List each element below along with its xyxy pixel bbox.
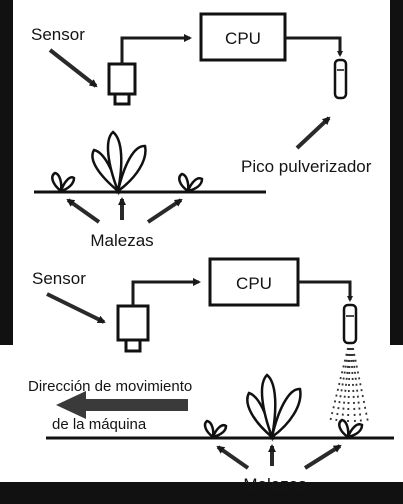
direction-label-line1: Dirección de movimiento: [28, 378, 192, 395]
cpu-nozzle-wire: [285, 36, 343, 57]
panel-bottom: Sensor CPU Dirección de: [28, 257, 394, 494]
spray-mist-icon: [329, 347, 369, 423]
spray-nozzle-icon: [342, 303, 358, 345]
cpu-label: CPU: [236, 274, 272, 293]
weed-pointer-arrow: [303, 444, 342, 470]
sensor-pointer-arrow: [48, 48, 98, 88]
spray-nozzle-icon: [333, 58, 348, 100]
weed-icon: [338, 418, 364, 440]
crop-plant-icon: [91, 130, 147, 196]
sensor-label: Sensor: [32, 269, 86, 288]
sensor-icon: [107, 62, 137, 106]
cpu-nozzle-wire: [298, 280, 353, 302]
weed-pointer-arrow: [216, 445, 250, 470]
crop-plant-icon: [246, 373, 302, 442]
sensor-icon: [116, 304, 150, 353]
weed-pointer-arrow: [146, 198, 183, 224]
weeds-label: Malezas: [90, 231, 153, 250]
cpu-box: [208, 257, 300, 307]
weed-icon: [51, 171, 76, 194]
cpu-label: CPU: [225, 29, 261, 48]
direction-label-line2: de la máquina: [52, 416, 147, 433]
panel-top: Sensor CPU Pico pulverizador: [31, 12, 372, 250]
direction-arrow-icon: [56, 391, 188, 419]
sensor-cpu-wire: [120, 34, 192, 64]
weed-pointer-arrow: [66, 198, 101, 224]
nozzle-label: Pico pulverizador: [241, 157, 372, 176]
sensor-cpu-wire: [131, 278, 201, 306]
sensor-pointer-arrow: [46, 292, 106, 324]
weeds-label: Malezas: [243, 475, 306, 494]
nozzle-pointer-arrow: [295, 116, 331, 150]
sensor-label: Sensor: [31, 25, 85, 44]
weed-icon: [203, 419, 228, 440]
weed-icon: [178, 172, 204, 194]
